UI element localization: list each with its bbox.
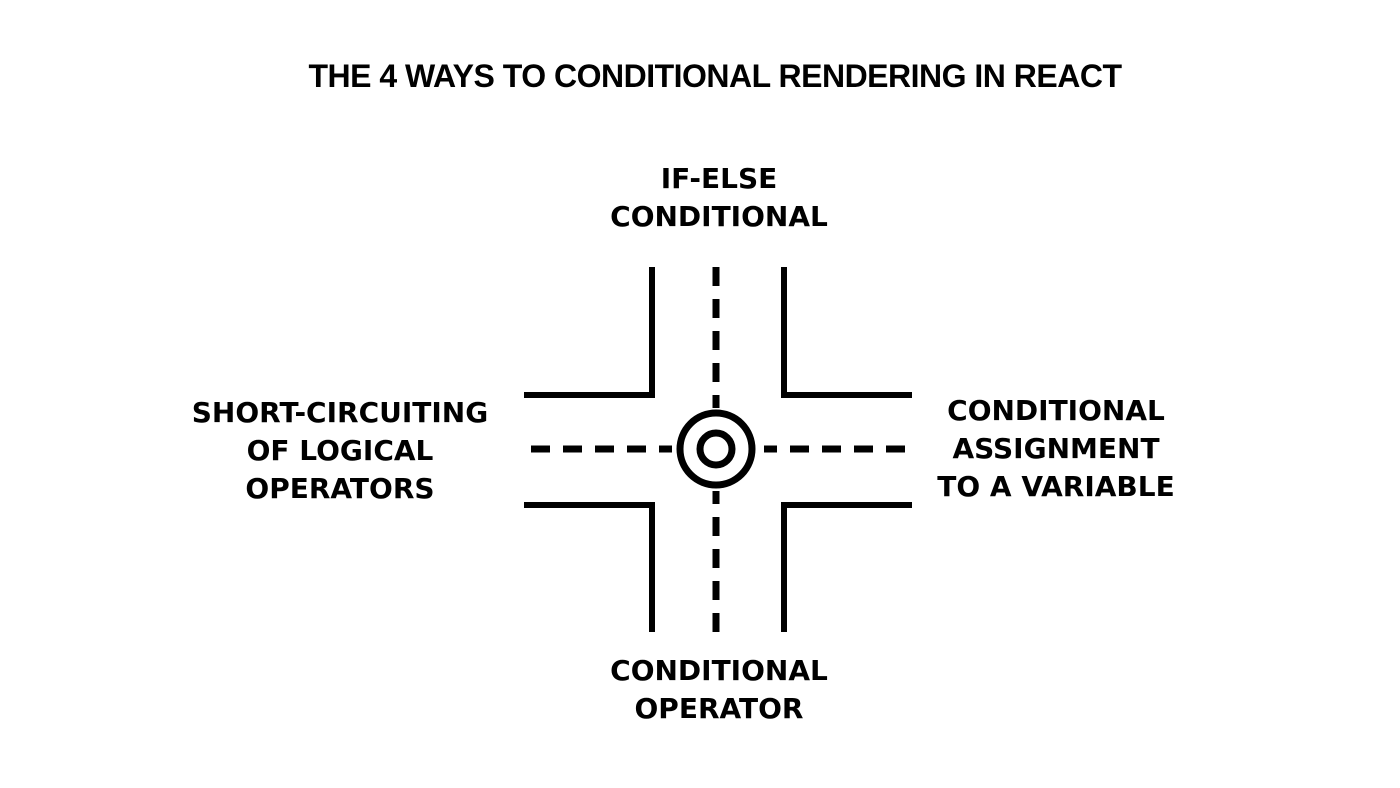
road-edge-bottom-right	[781, 502, 912, 632]
label-line: CONDITIONAL	[610, 654, 828, 687]
label-line: SHORT-CIRCUITING	[191, 396, 489, 429]
label-line: ASSIGNMENT	[952, 432, 1160, 465]
label-conditional-operator: CONDITIONAL OPERATOR	[569, 652, 869, 728]
label-line: OPERATORS	[245, 472, 435, 505]
label-short-circuiting: SHORT-CIRCUITING OF LOGICAL OPERATORS	[160, 394, 520, 508]
road-edge-bottom-left	[524, 502, 655, 632]
label-if-else: IF-ELSE CONDITIONAL	[569, 160, 869, 236]
road-edge-top-right	[781, 267, 912, 398]
label-line: OF LOGICAL	[246, 434, 434, 467]
label-line: OPERATOR	[634, 692, 804, 725]
label-line: CONDITIONAL	[947, 394, 1165, 427]
roundabout-outer-ring	[676, 409, 756, 489]
label-line: TO A VARIABLE	[937, 470, 1175, 503]
label-line: CONDITIONAL	[610, 200, 828, 233]
road-edge-top-left	[524, 267, 655, 398]
roundabout-inner-ring	[696, 429, 736, 469]
label-line: IF-ELSE	[660, 162, 778, 195]
page-title: THE 4 WAYS TO CONDITIONAL RENDERING IN R…	[308, 58, 1122, 94]
label-conditional-assignment: CONDITIONAL ASSIGNMENT TO A VARIABLE	[906, 392, 1206, 506]
